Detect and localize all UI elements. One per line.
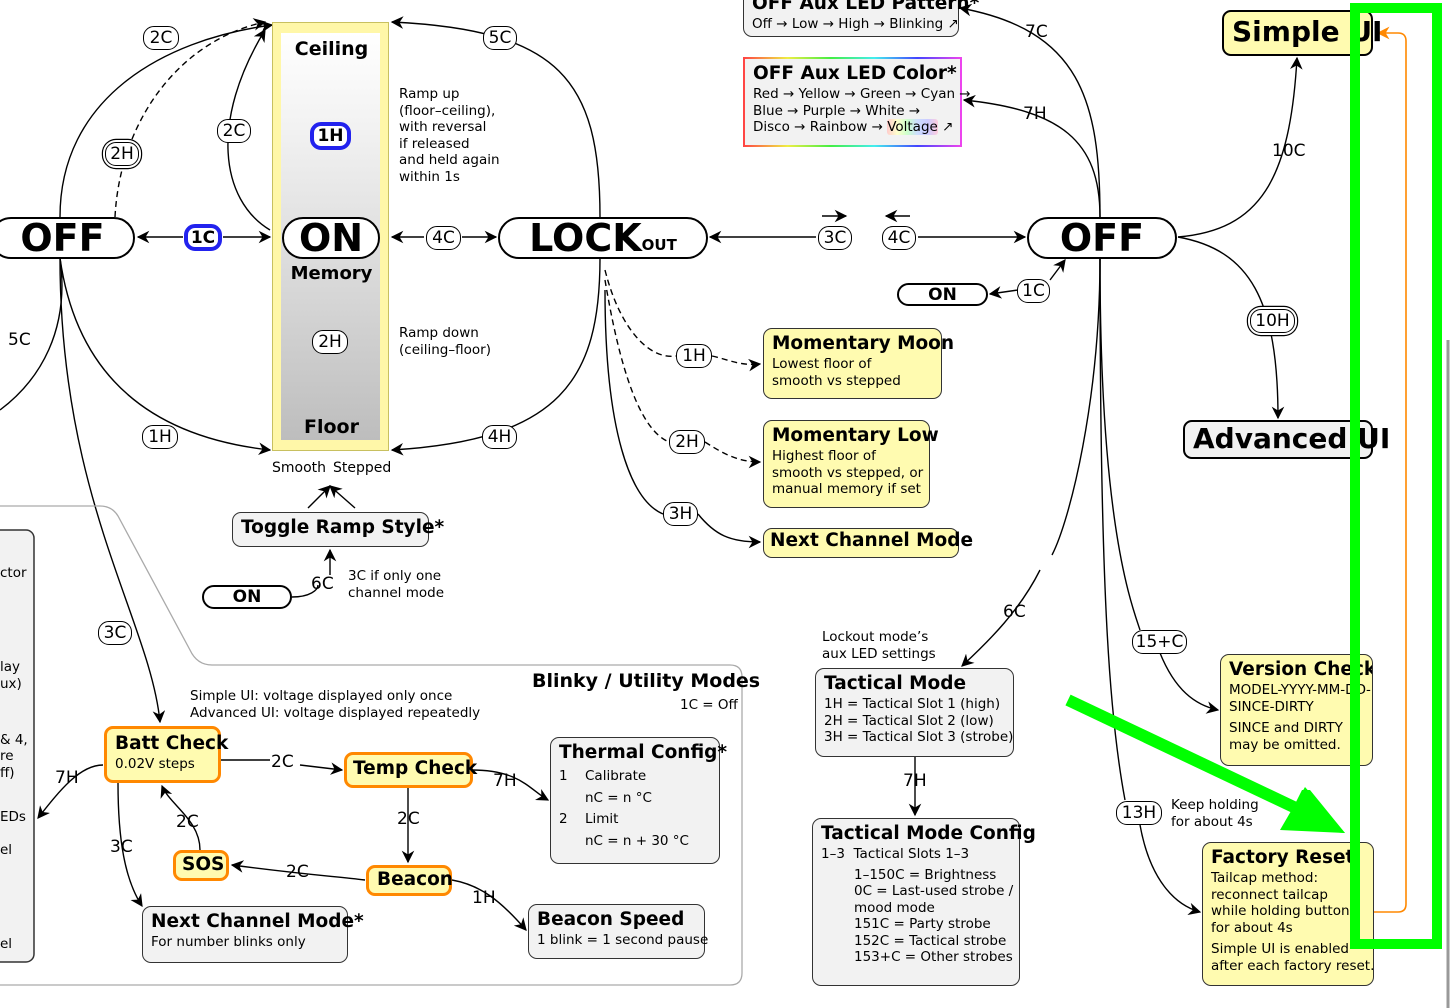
state-on[interactable]: ON xyxy=(282,216,380,260)
edge-7h: 7H xyxy=(1023,104,1047,124)
smooth-label: Smooth xyxy=(272,460,327,476)
next-channel-mode-blink-box[interactable]: Next Channel Mode*For number blinks only xyxy=(142,906,364,963)
edge-3h-lock: 3H xyxy=(663,502,698,526)
edge-10c: 10C xyxy=(1272,141,1306,161)
edge-2h-lock: 2H xyxy=(669,430,705,454)
state-on-small-right[interactable]: ON xyxy=(897,283,988,306)
edge-2c-sos-batt: 2C xyxy=(176,812,199,832)
edge-2c-beacon: 2C xyxy=(397,809,420,829)
edge-7h-thermal: 7H xyxy=(493,771,517,791)
edge-7c: 7C xyxy=(1025,22,1048,42)
ceiling-label: Ceiling xyxy=(294,38,369,60)
left-panel-fragment: ff) xyxy=(0,765,15,781)
edge-1c-right: 1C xyxy=(1017,279,1050,303)
edge-2c-sos: 2C xyxy=(286,862,309,882)
voltage-option: Voltage xyxy=(887,119,938,135)
state-off-left[interactable]: OFF xyxy=(0,216,135,260)
left-panel-fragment: lay xyxy=(0,659,21,675)
edge-5c-top: 5C xyxy=(483,26,517,50)
highlight-rectangle xyxy=(1350,3,1442,949)
edge-6c: 6C xyxy=(311,574,334,594)
edge-2h-ramp: 2H xyxy=(312,330,348,354)
next-channel-mode-box[interactable]: Next Channel Mode xyxy=(763,528,973,558)
aux-color-box[interactable]: OFF Aux LED Color*Red → Yellow → Green →… xyxy=(743,57,971,147)
edge-6c-right: 6C xyxy=(1003,602,1026,622)
aux-pattern-box[interactable]: OFF Aux LED Pattern*Off → Low → High → B… xyxy=(743,0,979,37)
edge-3c-left: 3C xyxy=(98,621,132,645)
left-panel-fragment: EDs xyxy=(0,809,26,825)
lock-sub-label: OUT xyxy=(641,236,677,254)
state-off-right[interactable]: OFF xyxy=(1027,216,1177,260)
edge-13h: 13H xyxy=(1116,801,1162,825)
edge-1h-highlight: 1H xyxy=(310,122,351,150)
edge-4h: 4H xyxy=(482,425,517,449)
beacon-box[interactable]: Beacon xyxy=(366,865,453,896)
temp-check-box[interactable]: Temp Check xyxy=(344,752,477,788)
memory-label: Memory xyxy=(290,263,373,284)
edge-1h-lock: 1H xyxy=(676,344,712,368)
left-panel-fragment: el xyxy=(0,936,13,952)
edge-1c-highlight: 1C xyxy=(184,224,222,251)
edge-3c-next-channel: 3C xyxy=(110,837,133,857)
edge-4c: 4C xyxy=(426,226,461,250)
sos-box[interactable]: SOS xyxy=(173,850,229,881)
left-panel-fragment: ux) xyxy=(0,676,22,692)
floor-label: Floor xyxy=(304,416,359,438)
edge-1h-beacon-speed: 1H xyxy=(472,888,496,908)
blinky-sub: 1C = Off xyxy=(680,697,738,713)
ramp-down-note: Ramp down(ceiling–floor) xyxy=(399,325,491,358)
toggle-ramp-style-box[interactable]: Toggle Ramp Style* xyxy=(232,512,444,547)
highlight-arrow-shaft xyxy=(1065,694,1303,816)
edge-7h-left: 7H xyxy=(55,768,79,788)
edge-15c: 15+C xyxy=(1132,630,1187,654)
edge-4c-right: 4C xyxy=(882,226,916,250)
left-panel-fragment: re xyxy=(0,748,14,764)
edge-2c: 2C xyxy=(143,26,179,50)
edge-2h: 2H xyxy=(105,142,139,166)
left-panel-fragment: ctor xyxy=(0,565,27,581)
left-panel-fragment: & 4, xyxy=(0,732,28,748)
blinky-title: Blinky / Utility Modes xyxy=(532,670,761,692)
edge-2c-batt-temp: 2C xyxy=(271,752,294,772)
edge-3c: 3C xyxy=(818,226,852,250)
lock-label: LOCK xyxy=(529,216,642,260)
edge-7h-tactical: 7H xyxy=(903,771,927,791)
edge-10h: 10H xyxy=(1250,309,1295,333)
left-panel-fragment: el xyxy=(0,842,13,858)
edge-5c-left: 5C xyxy=(8,330,31,350)
edge-1h-left: 1H xyxy=(142,425,178,449)
stepped-label: Stepped xyxy=(333,460,392,476)
edge-2c-mid: 2C xyxy=(217,119,251,143)
state-on-small-left[interactable]: ON xyxy=(202,585,292,609)
